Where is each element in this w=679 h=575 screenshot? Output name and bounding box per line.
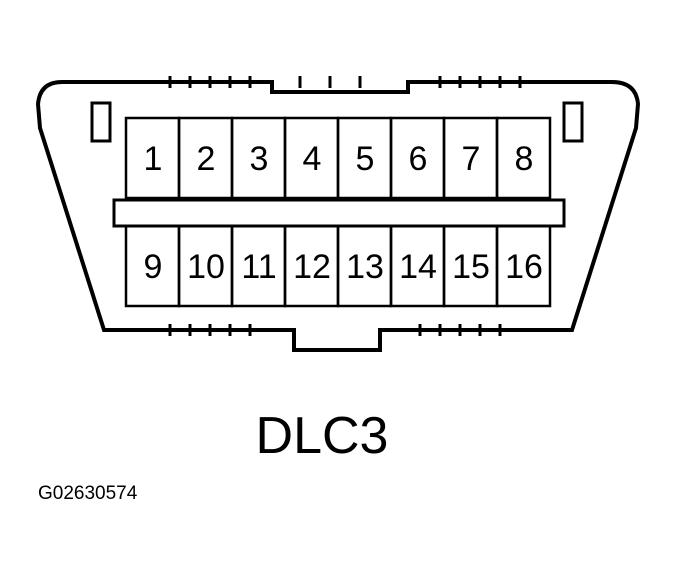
pin-number-16: 16 <box>505 248 543 286</box>
pin-number-15: 15 <box>452 248 490 286</box>
pin-number-7: 7 <box>462 140 481 178</box>
top-edge-notches <box>168 76 522 88</box>
left-latch <box>90 101 112 143</box>
pin-number-12: 12 <box>293 248 331 286</box>
figure-id: G02630574 <box>38 483 138 504</box>
top-pin-row <box>124 116 552 200</box>
connector-title: DLC3 <box>256 407 389 465</box>
right-latch <box>562 101 584 143</box>
pin-number-4: 4 <box>303 140 322 178</box>
pin-number-10: 10 <box>187 248 225 286</box>
pin-cell <box>495 224 552 308</box>
pin-number-6: 6 <box>409 140 428 178</box>
pin-number-13: 13 <box>346 248 384 286</box>
pin-number-11: 11 <box>241 248 276 286</box>
pin-number-3: 3 <box>250 140 269 178</box>
center-divider <box>112 198 566 228</box>
pin-number-2: 2 <box>197 140 216 178</box>
pin-number-1: 1 <box>144 140 163 178</box>
connector-housing <box>35 80 641 352</box>
pin-number-9: 9 <box>144 248 163 286</box>
pin-number-14: 14 <box>399 248 437 286</box>
pin-number-5: 5 <box>356 140 375 178</box>
pin-number-8: 8 <box>515 140 534 178</box>
pin-cell <box>495 116 552 200</box>
bottom-pin-row <box>124 224 552 308</box>
bottom-edge-notches <box>168 324 502 336</box>
